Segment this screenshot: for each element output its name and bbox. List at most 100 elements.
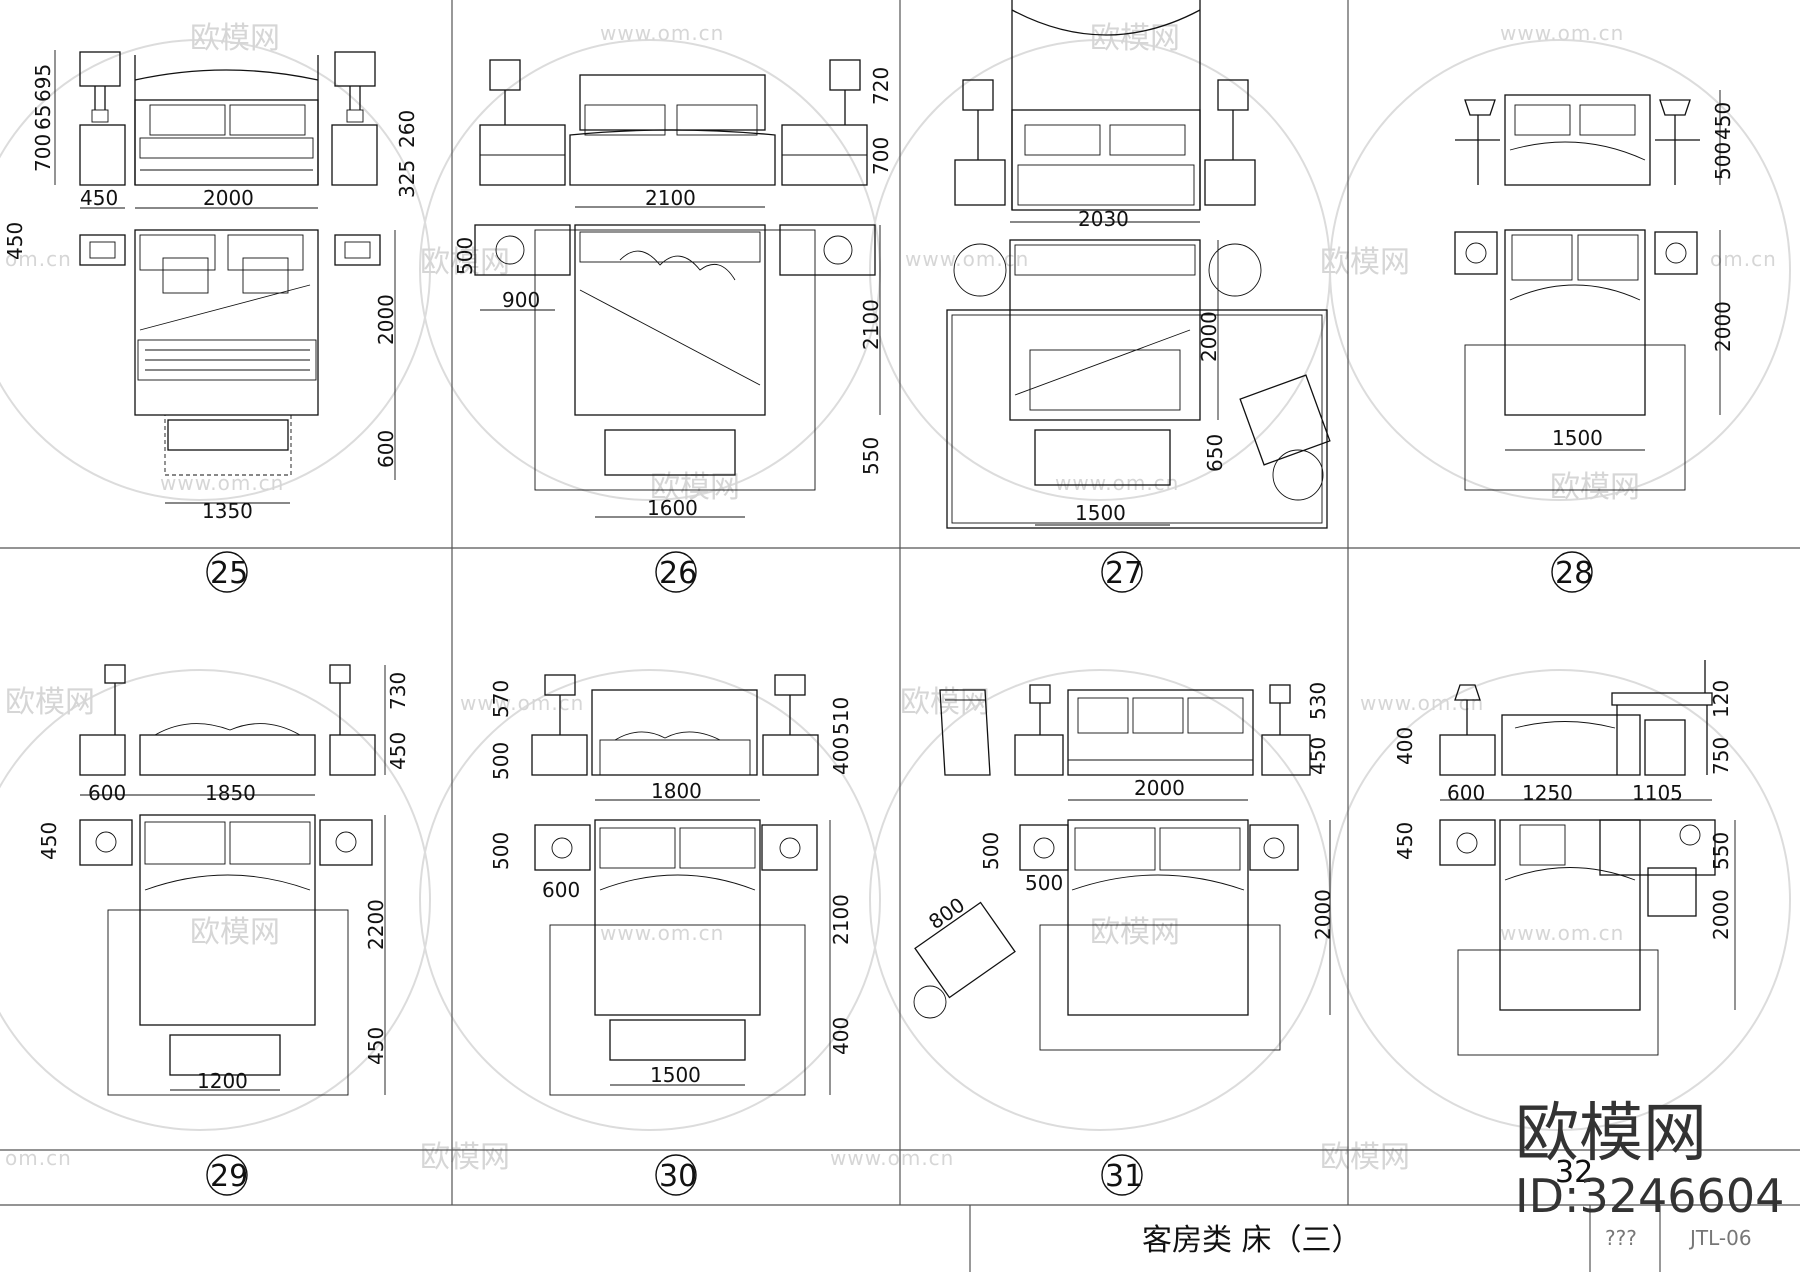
sheet-scale: ??? bbox=[1605, 1226, 1637, 1250]
dim-label: 2000 bbox=[374, 294, 398, 345]
watermark-url-fragment: om.cn bbox=[5, 247, 72, 271]
dim-label: 450 bbox=[1306, 737, 1330, 775]
drawing-title: 客房类 床（三） bbox=[1142, 1223, 1362, 1258]
watermark-url: www.om.cn bbox=[1500, 921, 1624, 945]
dim-label: 695 bbox=[31, 64, 55, 102]
dim-label: 600 bbox=[88, 781, 126, 805]
watermark-circles bbox=[0, 39, 1791, 1131]
watermark-brand: 欧模网 bbox=[650, 470, 740, 505]
cell-number-label: 32 bbox=[1555, 1155, 1593, 1190]
dim-label: 500 bbox=[979, 832, 1003, 870]
cell-number-31 bbox=[1101, 1154, 1143, 1196]
watermark-url: www.om.cn bbox=[1055, 471, 1179, 495]
dim-label: 120 bbox=[1709, 680, 1733, 718]
sheet-code: JTL-06 bbox=[1688, 1226, 1752, 1250]
dim-label: 650 bbox=[1203, 434, 1227, 472]
cell-number-label: 30 bbox=[659, 1159, 697, 1194]
dim-label: 570 bbox=[489, 680, 513, 718]
dim-label: 600 bbox=[374, 430, 398, 468]
dim-label: 1350 bbox=[202, 499, 253, 523]
cell-number-26 bbox=[655, 551, 697, 593]
dim-label: 600 bbox=[542, 878, 580, 902]
cell-number-label: 29 bbox=[210, 1159, 248, 1194]
watermark-brand: 欧模网 bbox=[1090, 21, 1180, 56]
dim-label: 2000 bbox=[1709, 889, 1733, 940]
dim-label: 1500 bbox=[1552, 426, 1603, 450]
watermark-layer: 欧模网 欧模网 www.om.cn www.om.cn 欧模网 欧模网 om.c… bbox=[5, 21, 1777, 1175]
dim-label: 2100 bbox=[645, 186, 696, 210]
cell-number-27 bbox=[1101, 551, 1143, 593]
cell-number-label: 25 bbox=[210, 556, 248, 591]
cell-28-dimensions: 450 500 2000 1500 bbox=[1552, 102, 1735, 450]
dim-label: 450 bbox=[364, 1027, 388, 1065]
dim-label: 700 bbox=[869, 137, 893, 175]
cell-number-label: 27 bbox=[1105, 556, 1143, 591]
watermark-brand: 欧模网 bbox=[190, 21, 280, 56]
dim-label: 1500 bbox=[650, 1063, 701, 1087]
dim-label: 600 bbox=[1447, 781, 1485, 805]
cell-31-drawing bbox=[913, 684, 1331, 1051]
watermark-brand: 欧模网 bbox=[5, 685, 95, 720]
dim-label: 1105 bbox=[1632, 781, 1683, 805]
dim-label: 530 bbox=[1306, 682, 1330, 720]
dim-label: 400 bbox=[829, 737, 853, 775]
dim-label: 1850 bbox=[205, 781, 256, 805]
watermark-brand: 欧模网 bbox=[1320, 245, 1410, 280]
dim-label: 730 bbox=[386, 672, 410, 710]
watermark-brand: 欧模网 bbox=[420, 1140, 510, 1175]
dim-label: 1200 bbox=[197, 1069, 248, 1093]
watermark-brand: 欧模网 bbox=[1320, 1140, 1410, 1175]
dim-label: 720 bbox=[869, 67, 893, 105]
dim-label: 400 bbox=[1393, 727, 1417, 765]
cell-number-label: 26 bbox=[659, 556, 697, 591]
watermark-url-fragment: om.cn bbox=[1710, 247, 1777, 271]
dim-label: 550 bbox=[859, 437, 883, 475]
watermark-big-brand: 欧模网 bbox=[1515, 1097, 1707, 1171]
dim-label: 450 bbox=[1711, 102, 1735, 140]
cell-number-label: 31 bbox=[1105, 1159, 1143, 1194]
dim-label: 500 bbox=[489, 742, 513, 780]
cell-number-28 bbox=[1551, 551, 1593, 593]
watermark-brand: 欧模网 bbox=[420, 245, 510, 280]
cell-28-drawing bbox=[1454, 90, 1721, 491]
dim-label: 2200 bbox=[364, 899, 388, 950]
watermark-brand: 欧模网 bbox=[900, 685, 990, 720]
dim-label: 550 bbox=[1709, 832, 1733, 870]
dim-label: 500 bbox=[1711, 142, 1735, 180]
dim-label: 750 bbox=[1709, 737, 1733, 775]
dim-label: 500 bbox=[453, 237, 477, 275]
dim-label: 1500 bbox=[1075, 501, 1126, 525]
dim-label: 500 bbox=[1025, 871, 1063, 895]
dim-label: 450 bbox=[386, 732, 410, 770]
watermark-brand: 欧模网 bbox=[1550, 470, 1640, 505]
cell-29-drawing bbox=[79, 664, 386, 1096]
cell-25-drawing bbox=[54, 50, 396, 504]
watermark-url: www.om.cn bbox=[1500, 21, 1624, 45]
dim-label: 700 bbox=[31, 134, 55, 172]
dim-label: 1600 bbox=[647, 496, 698, 520]
cell-30-dimensions: 500 570 510 400 1800 500 600 2100 400 15… bbox=[489, 680, 853, 1087]
cell-number-29 bbox=[206, 1154, 248, 1196]
watermark-url: www.om.cn bbox=[600, 21, 724, 45]
cell-number-label: 28 bbox=[1555, 556, 1593, 591]
cell-30-drawing bbox=[531, 674, 831, 1096]
cell-29-dimensions: 730 450 600 1850 450 2200 450 1200 bbox=[37, 672, 410, 1093]
cell-31-dimensions: 530 450 2000 500 500 800 2000 bbox=[924, 682, 1335, 940]
dim-label: 450 bbox=[1393, 822, 1417, 860]
watermark-id: ID:3246604 bbox=[1515, 1169, 1784, 1223]
watermark-url: www.om.cn bbox=[1360, 691, 1484, 715]
dim-label: 260 bbox=[395, 110, 419, 148]
watermark-brand: 欧模网 bbox=[1090, 915, 1180, 950]
dim-label: 2030 bbox=[1078, 207, 1129, 231]
cell-number-25 bbox=[206, 551, 248, 593]
dim-label: 400 bbox=[829, 1017, 853, 1055]
dim-label: 450 bbox=[37, 822, 61, 860]
cell-32-drawing bbox=[1439, 660, 1736, 1056]
dim-label: 2100 bbox=[829, 894, 853, 945]
cell-27-dimensions: 2030 2000 650 1500 bbox=[1075, 207, 1227, 525]
dim-label: 450 bbox=[3, 222, 27, 260]
cell-number-30 bbox=[655, 1154, 697, 1196]
dim-label: 2000 bbox=[1311, 889, 1335, 940]
